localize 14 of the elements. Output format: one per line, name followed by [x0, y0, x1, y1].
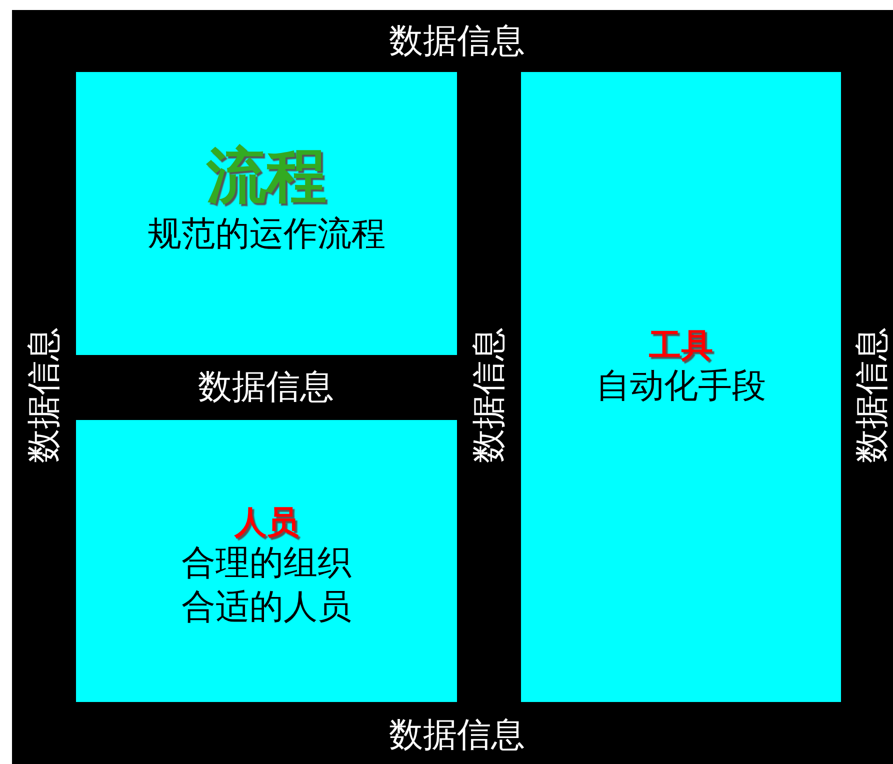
heading: 人员 [234, 502, 298, 541]
data-info-label: 数据信息 [27, 327, 61, 463]
content-box [76, 72, 457, 355]
content-box [521, 72, 841, 702]
data-info-label: 数据信息 [472, 327, 506, 463]
description: 自动化手段 [596, 365, 766, 408]
heading: 流程 [206, 140, 326, 212]
data-info-label: 数据信息 [389, 24, 525, 58]
content-box [76, 420, 457, 702]
data-info-label: 数据信息 [198, 370, 334, 404]
data-info-label: 数据信息 [389, 718, 525, 752]
description: 规范的运作流程 [148, 213, 386, 256]
description: 合理的组织合适的人员 [180, 542, 352, 630]
heading: 工具 [649, 326, 713, 364]
